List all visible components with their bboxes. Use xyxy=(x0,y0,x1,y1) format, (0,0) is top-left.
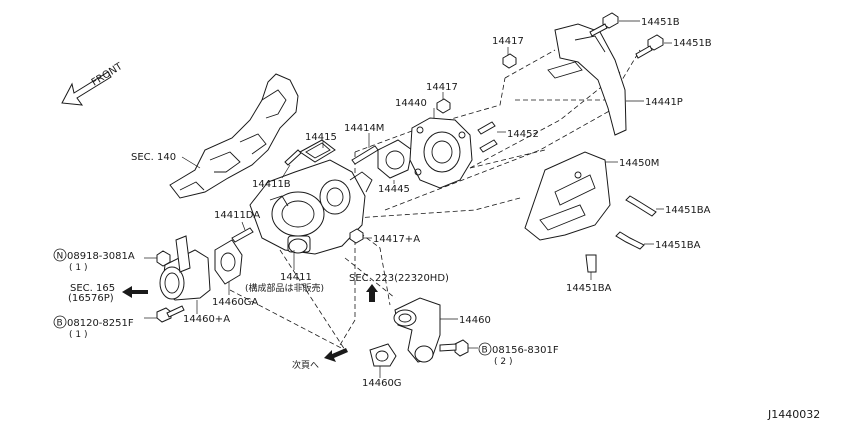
label-next-page: 次頁へ xyxy=(292,359,319,371)
label-14460g: 14460G xyxy=(362,378,402,389)
front-label: FRONT xyxy=(90,61,126,89)
nut-14417 xyxy=(436,98,451,114)
label-14452: 14452 xyxy=(507,129,539,140)
label-sec-140: SEC. 140 xyxy=(131,152,176,163)
exhaust-manifold xyxy=(169,73,299,199)
label-08918-3081a: 08918-3081A xyxy=(67,251,135,262)
arrow-next-page xyxy=(324,348,348,362)
nut-08918-3081a xyxy=(156,250,171,267)
gasket-14445 xyxy=(377,139,413,179)
label-14445: 14445 xyxy=(378,184,410,195)
gasket-14460ga xyxy=(214,239,243,285)
bolt-08156-8301f xyxy=(439,339,469,357)
n-badge: N xyxy=(53,248,67,262)
bolt-14451b-2 xyxy=(635,34,664,59)
label-14441p: 14441P xyxy=(645,97,683,108)
label-14460a: 14460+A xyxy=(183,314,230,325)
stud-14452 xyxy=(477,121,498,153)
label-14460ga: 14460GA xyxy=(212,297,259,308)
stud-14411b xyxy=(284,149,302,166)
bolt-14451b-1 xyxy=(589,12,619,37)
label-08156-qty: ( 2 ) xyxy=(494,357,512,367)
stud-14411da xyxy=(231,227,254,243)
label-14460: 14460 xyxy=(459,315,491,326)
svg-text:B: B xyxy=(57,319,63,329)
pipe-14460 xyxy=(393,297,441,363)
gasket-14415 xyxy=(299,139,336,163)
label-14451b-1: 14451B xyxy=(641,17,680,28)
bolt-14451ba-2 xyxy=(615,231,645,250)
b-badge-2: B xyxy=(478,342,492,356)
bolt-14451ba-3 xyxy=(585,254,597,273)
arrow-sec-165 xyxy=(122,286,148,298)
b-badge-1: B xyxy=(53,315,67,329)
label-08120-8251f: 08120-8251F xyxy=(67,318,134,329)
bolt-14451ba-1 xyxy=(625,195,657,217)
label-14417-top: 14417 xyxy=(492,36,524,47)
nut-14417-top xyxy=(502,53,517,69)
label-sec-165: SEC. 165 xyxy=(70,283,115,294)
label-14415: 14415 xyxy=(305,132,337,143)
label-14417a: 14417+A xyxy=(373,234,420,245)
label-14411-note: (構成部品は非販売) xyxy=(245,282,324,294)
label-14417: 14417 xyxy=(426,82,458,93)
nut-14417a xyxy=(349,228,364,244)
label-08120-qty: ( 1 ) xyxy=(69,330,87,340)
front-arrow xyxy=(61,71,112,106)
label-14440: 14440 xyxy=(395,98,427,109)
turbine-housing-14440 xyxy=(409,117,473,189)
bolt-08120-8251f xyxy=(156,305,185,323)
label-14451ba-2: 14451BA xyxy=(655,240,701,251)
label-14451b-2: 14451B xyxy=(673,38,712,49)
leader-lines xyxy=(144,20,672,378)
svg-text:N: N xyxy=(57,252,64,262)
label-14411b: 14411B xyxy=(252,179,291,190)
svg-text:B: B xyxy=(482,346,488,356)
label-sec-223: SEC. 223(22320HD) xyxy=(349,273,449,284)
outlet-pipe-14460a xyxy=(159,235,211,301)
heat-shield-14441p xyxy=(547,23,627,136)
label-14411: 14411 xyxy=(280,272,312,283)
heat-shield-14450m xyxy=(524,151,611,241)
arrow-sec-223 xyxy=(366,284,378,302)
label-14411da: 14411DA xyxy=(214,210,260,221)
label-14451ba-3: 14451BA xyxy=(566,283,612,294)
label-14450m: 14450M xyxy=(619,158,659,169)
label-14414m: 14414M xyxy=(344,123,384,134)
label-14451ba-1: 14451BA xyxy=(665,205,711,216)
label-08156-8301f: 08156-8301F xyxy=(492,345,559,356)
label-08918-qty: ( 1 ) xyxy=(69,263,87,273)
turbocharger-body xyxy=(249,159,373,255)
figure-code: J1440032 xyxy=(767,408,820,421)
label-sec-165-sub: (16576P) xyxy=(68,293,114,304)
gasket-14460g xyxy=(369,343,397,367)
